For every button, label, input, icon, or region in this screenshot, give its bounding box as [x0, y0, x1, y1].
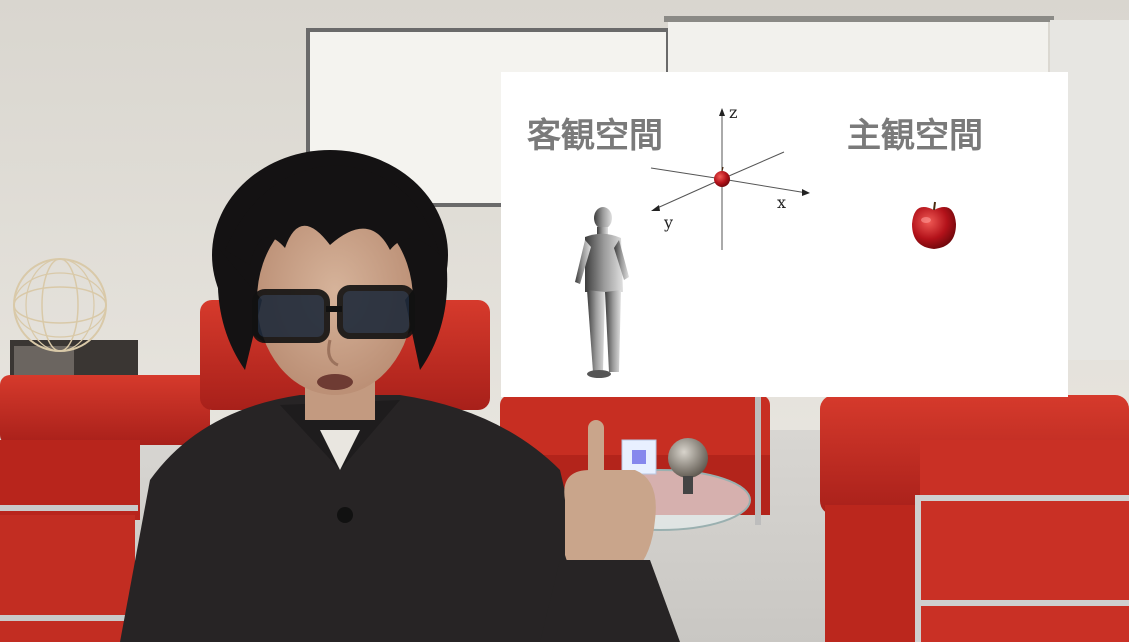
axis-x-label: x	[777, 193, 787, 212]
axis-y-label: y	[664, 213, 674, 232]
apple-large-icon	[912, 201, 956, 249]
axis-z-label: z	[729, 103, 738, 122]
heading-subjective-space: 主観空間	[847, 116, 983, 156]
apple-small-icon	[714, 166, 730, 187]
heading-objective-space: 客観空間	[527, 116, 663, 156]
human-figure-icon	[575, 207, 629, 378]
slide-overlay: 客観空間 主観空間 z x y	[501, 72, 1068, 397]
slide-diagram	[575, 108, 956, 378]
coordinate-axes	[650, 108, 810, 250]
